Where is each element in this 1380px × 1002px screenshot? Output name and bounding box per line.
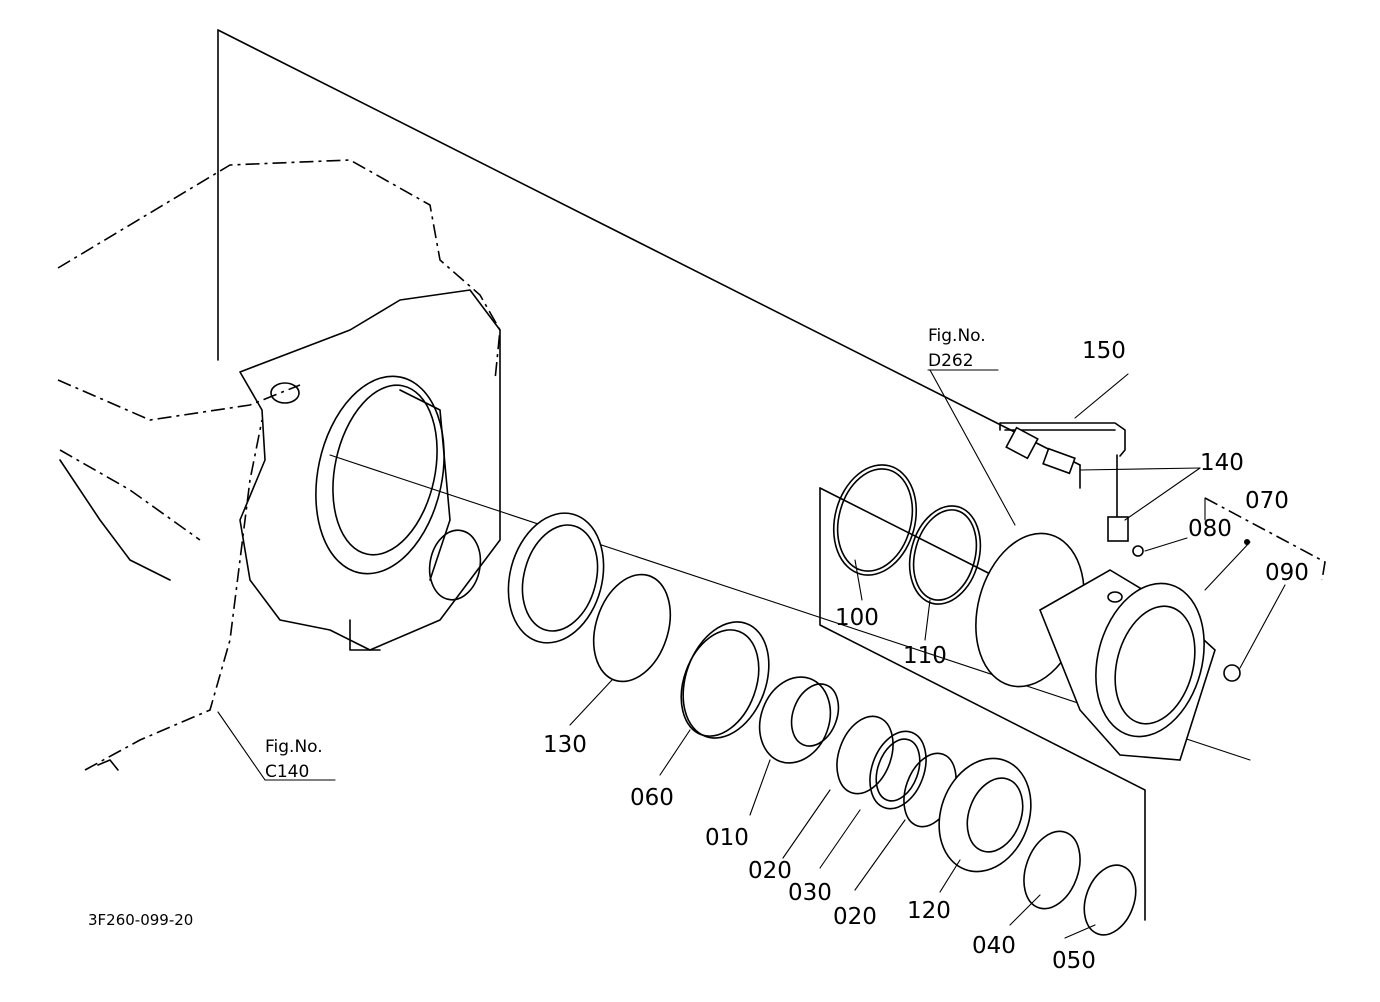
part-label-130: 130 [543,732,587,758]
fitting-140-b [1107,516,1129,542]
thrust-washer-020 [836,715,894,795]
part-label-050: 050 [1052,948,1096,974]
oil-seal-large [507,512,605,644]
o-ring-100 [832,464,918,576]
figure-ref-c140-line2: C140 [265,762,309,782]
figure-ref-d262-line1: Fig.No. [928,326,986,346]
check-ball-080 [1132,545,1144,557]
part-label-090: 090 [1265,560,1309,586]
figure-ref-d262-line2: D262 [928,351,974,371]
piston-120 [938,757,1032,873]
snap-ring-060 [680,621,770,739]
pipe-150 [999,422,1126,521]
part-label-070: 070 [1245,488,1289,514]
part-label-110: 110 [903,643,947,669]
cylinder-case-070 [1038,569,1216,761]
thrust-bearing-030 [869,730,927,810]
snap-ring-130 [592,573,672,683]
figure-ref-c140-line1: Fig.No. [265,737,323,757]
part-label-100: 100 [835,605,879,631]
part-label-020-b: 020 [833,904,877,930]
part-label-010: 010 [705,825,749,851]
part-label-060: 060 [630,785,674,811]
plug-090 [1223,664,1241,682]
part-label-120: 120 [907,898,951,924]
snap-ring-050 [1083,864,1137,936]
fitting-140-a [1005,426,1076,475]
drawing-code: 3F260-099-20 [88,911,193,929]
seal-ring-040 [1023,830,1081,910]
part-label-150: 150 [1082,338,1126,364]
assembly-guide-lines [217,29,1251,921]
part-label-040: 040 [972,933,1016,959]
part-label-020: 020 [748,858,792,884]
transmission-case [57,29,501,771]
part-label-140: 140 [1200,450,1244,476]
figure-ref-d262: Fig.No. D262 [928,326,986,371]
o-ring-110 [908,505,982,605]
part-label-030: 030 [788,880,832,906]
hub-010 [758,676,840,764]
leader-lines [217,369,1326,939]
figure-ref-c140: Fig.No. C140 [265,737,323,782]
part-label-080: 080 [1188,516,1232,542]
